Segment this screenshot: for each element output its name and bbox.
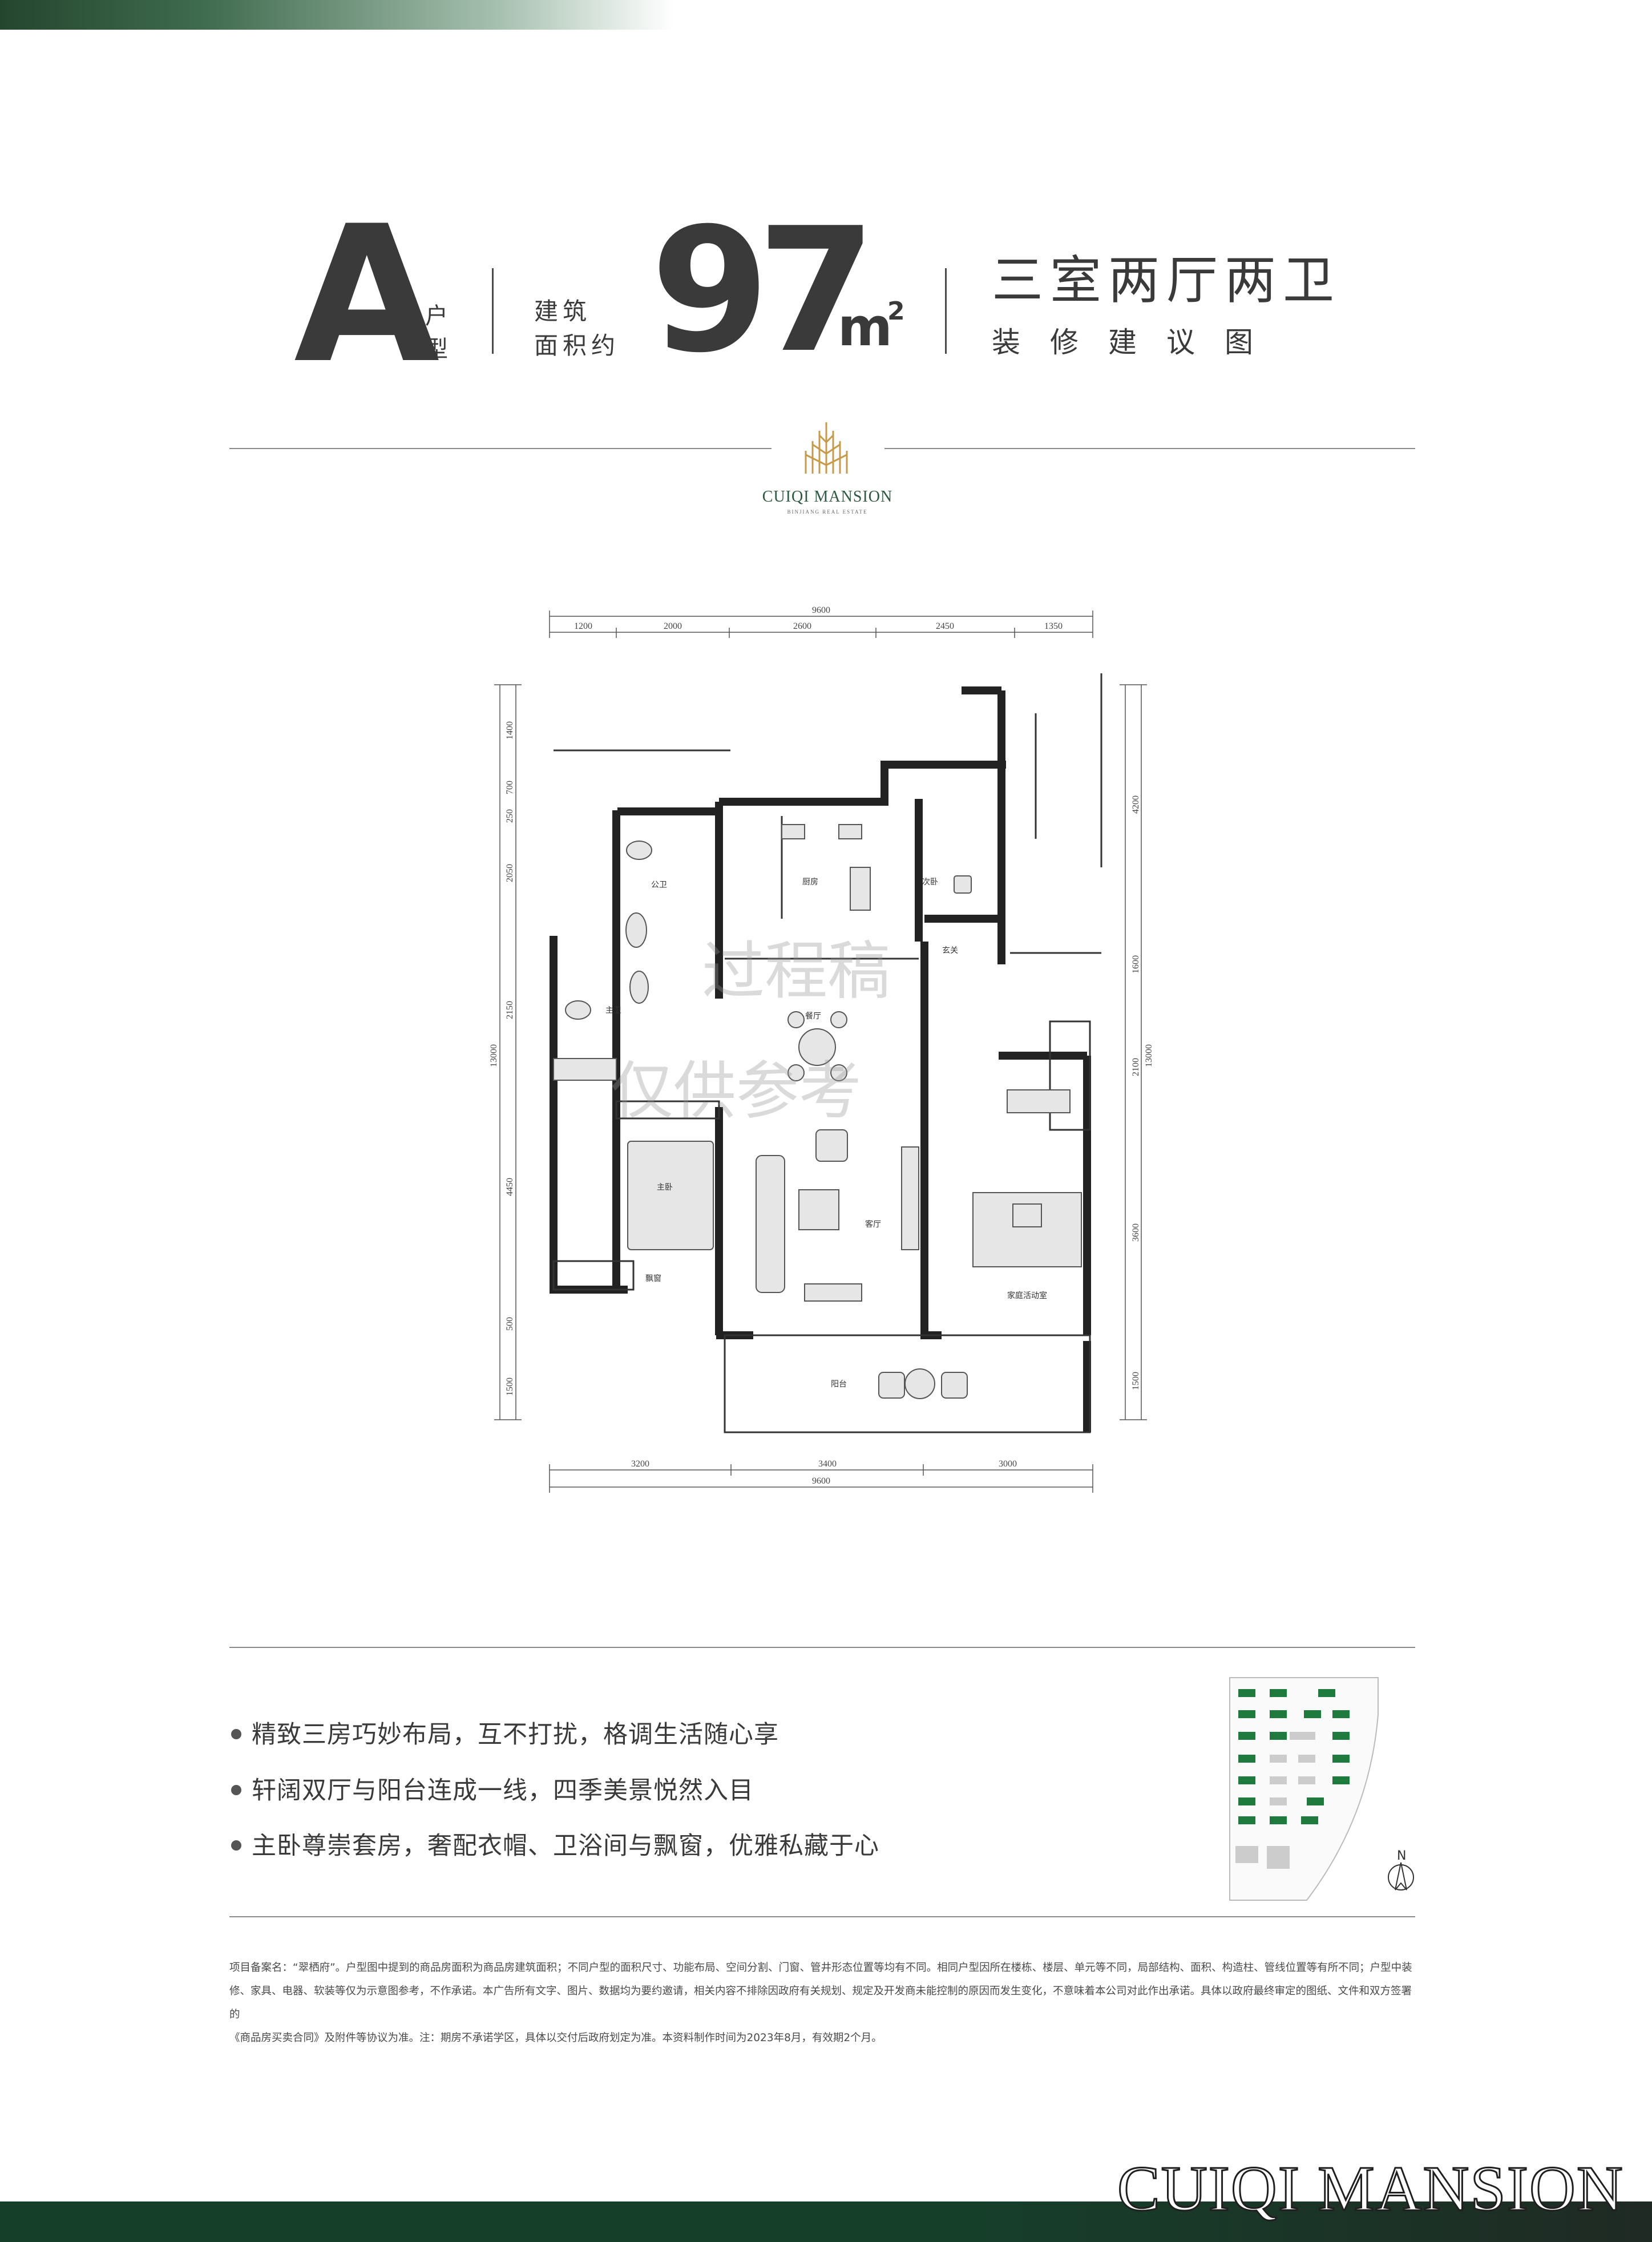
disclaimer-line-1: 项目备案名：“翠栖府”。户型图中提到的商品房面积为商品房建筑面积；不同户型的面积… [229, 1962, 1412, 1974]
room-bath-master: 主卫 [605, 1006, 621, 1015]
dim-bottom-2: 3400 [818, 1459, 837, 1469]
divider-left [229, 448, 772, 449]
room-bay-window: 飘窗 [645, 1274, 661, 1283]
dim-bottom-total: 9600 [812, 1476, 830, 1486]
dim-bottom-1: 3200 [631, 1459, 649, 1469]
dim-right-4: 3600 [1131, 1223, 1141, 1242]
feature-2: 轩阔双厅与阳台连成一线，四季美景悦然入目 [231, 1771, 754, 1806]
room-dining: 餐厅 [805, 1012, 821, 1021]
features-bottom-rule [229, 1916, 1415, 1917]
watermark-line-1: 过程稿 [702, 937, 890, 1007]
footer-brand: CUIQI MANSION [1117, 2154, 1624, 2224]
dimension-lines [494, 611, 1147, 1493]
layout-subtitle: 装修建议图 [992, 326, 1283, 359]
area-unit: m [838, 297, 892, 358]
disclaimer-line-2: 修、家具、电器、软装等仅为示意图参考，不作承诺。本广告所有文字、图片、数据均为要… [229, 1985, 1412, 2021]
dim-top-total: 9600 [812, 605, 830, 615]
feature-3: 主卧尊崇套房，奢配衣帽、卫浴间与飘窗，优雅私藏于心 [231, 1826, 879, 1861]
feature-1: 精致三房巧妙布局，互不打扰，格调生活随心享 [231, 1715, 779, 1750]
room-entrance: 玄关 [942, 946, 958, 955]
unit-label-1: 户 [425, 303, 448, 329]
features-top-rule [229, 1647, 1415, 1648]
thin-walls [552, 673, 1102, 1433]
room-bedroom-2: 次卧 [922, 878, 938, 887]
logo-name: CUIQI MANSION [762, 488, 893, 506]
north-label: N [1397, 1849, 1407, 1863]
dim-left-6: 4450 [505, 1178, 515, 1196]
floor-plan: 9600 1200 2000 2600 2450 1350 3200 3400 … [489, 605, 1154, 1493]
disclaimer: 项目备案名：“翠栖府”。户型图中提到的商品房面积为商品房建筑面积；不同户型的面积… [229, 1956, 1416, 2050]
logo-tree-icon [805, 422, 848, 474]
feature-2-text: 轩阔双厅与阳台连成一线，四季美景悦然入目 [252, 1776, 754, 1805]
bullet-dot-icon [231, 1840, 241, 1851]
dim-top-2: 2000 [664, 621, 682, 631]
logo-subtitle: BINJIANG REAL ESTATE [787, 509, 868, 515]
feature-1-text: 精致三房巧妙布局，互不打扰，格调生活随心享 [252, 1720, 779, 1749]
dim-left-5: 2150 [505, 1001, 515, 1019]
unit-label-2: 型 [425, 336, 448, 362]
dim-top-4: 2450 [936, 621, 954, 631]
dim-right-2: 1600 [1131, 955, 1141, 973]
room-bath-public: 公卫 [651, 881, 667, 890]
area-label: 建筑 面积约 [534, 294, 620, 363]
dim-left-8: 1500 [505, 1377, 515, 1396]
room-master-bedroom: 主卧 [657, 1183, 673, 1192]
dim-top-1: 1200 [574, 621, 592, 631]
dim-right-3: 2100 [1131, 1058, 1141, 1076]
dim-right-total: 13000 [1144, 1044, 1154, 1067]
north-arrow-icon [1388, 1862, 1414, 1890]
site-plan-buildings [1238, 1689, 1350, 1824]
dim-left-2: 700 [505, 781, 515, 794]
header-separator-2 [945, 268, 947, 354]
dim-right-1: 4200 [1131, 795, 1141, 814]
dim-top-5: 1350 [1044, 621, 1063, 631]
dim-top-3: 2600 [793, 621, 811, 631]
divider-right [884, 448, 1415, 449]
area-label-2: 面积约 [534, 332, 620, 359]
header-separator [492, 268, 494, 354]
dim-bottom-3: 3000 [999, 1459, 1017, 1469]
feature-3-text: 主卧尊崇套房，奢配衣帽、卫浴间与飘窗，优雅私藏于心 [252, 1832, 879, 1860]
unit-type-label: 户 型 [425, 300, 448, 366]
dim-left-total: 13000 [489, 1044, 499, 1067]
area-value: 97 [651, 191, 877, 390]
room-living: 客厅 [865, 1219, 881, 1229]
site-plan-blocks [1235, 1732, 1315, 1869]
furniture [553, 824, 1082, 1399]
unit-type-letter: A [294, 185, 439, 405]
watermark: 过程稿 仅供参考 [611, 937, 890, 1126]
bottom-bar-fade [970, 2201, 1652, 2242]
dim-left-7: 500 [505, 1317, 515, 1331]
bullet-dot-icon [231, 1728, 241, 1739]
room-kitchen: 厨房 [802, 878, 818, 887]
dim-left-4: 2050 [505, 864, 515, 882]
room-balcony: 阳台 [831, 1380, 847, 1389]
bullet-dot-icon [231, 1784, 241, 1795]
watermark-line-2: 仅供参考 [611, 1057, 862, 1126]
area-label-1: 建筑 [534, 297, 592, 325]
dim-right-5: 1500 [1131, 1372, 1141, 1390]
dim-left-3: 250 [505, 809, 515, 823]
top-accent-bar [0, 0, 673, 30]
disclaimer-line-3: 《商品房买卖合同》及附件等协议为准。注：期房不承诺学区，具体以交付后政府划定为准… [229, 2032, 882, 2044]
area-unit-superscript: 2 [887, 297, 905, 326]
layout-title: 三室两厅两卫 [992, 251, 1341, 310]
site-plan-map [1229, 1677, 1379, 1901]
dim-left-1: 1400 [505, 721, 515, 740]
room-family: 家庭活动室 [1007, 1291, 1047, 1300]
